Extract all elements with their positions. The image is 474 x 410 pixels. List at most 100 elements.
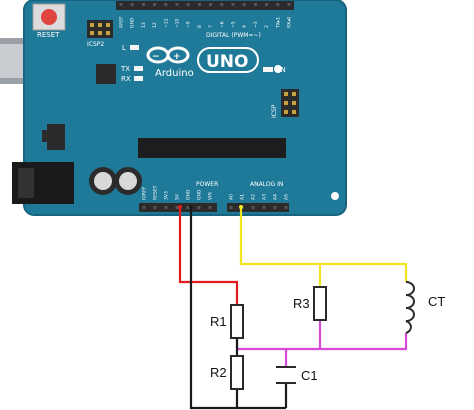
pin-label: RESET (153, 185, 159, 200)
header-pin (242, 3, 246, 6)
ct-label: CT (428, 294, 445, 309)
svg-text:+: + (173, 52, 181, 62)
on-led (263, 67, 273, 72)
header-pin (153, 3, 157, 6)
header-pin (262, 206, 266, 209)
r3-label: R3 (293, 296, 310, 311)
header-pin (175, 3, 179, 6)
icsp2-header (87, 20, 113, 38)
header-pin (273, 206, 277, 209)
pin-label: 2 (264, 25, 270, 28)
capacitor-right (114, 167, 142, 195)
tx-led-label: TX (120, 65, 130, 73)
r1-label: R1 (210, 314, 227, 329)
pin-label: ~11 (163, 18, 169, 28)
pin-label: ~3 (253, 21, 259, 28)
header-pin (153, 206, 157, 209)
header-pin (142, 206, 146, 209)
header-pin (208, 206, 212, 209)
header-pin (265, 3, 269, 6)
tx-led (134, 66, 143, 71)
arduino-board (23, 0, 347, 216)
rx-led-label: RX (121, 75, 131, 83)
pin-label: 7 (208, 25, 214, 28)
power-label: POWER (196, 181, 218, 188)
header-pin (197, 206, 201, 209)
pin-label: ~5 (231, 21, 237, 28)
pin-label: GND (186, 189, 192, 200)
l-led-label: L (122, 44, 126, 52)
c1-label: C1 (301, 368, 318, 383)
mounting-hole (331, 192, 339, 200)
header-pin (276, 3, 280, 6)
header-pin (175, 206, 179, 209)
dc-power-jack (12, 162, 74, 204)
svg-text:−: − (152, 52, 160, 62)
header-pin (130, 3, 134, 6)
wire-5v (178, 207, 239, 305)
pin-label: ~6 (219, 21, 225, 28)
capacitor-left (89, 167, 117, 195)
header-pin (209, 3, 213, 6)
pin-label: GND (130, 17, 136, 28)
icsp-header (281, 89, 299, 117)
pin-label: AREF (119, 16, 125, 28)
header-pin (220, 3, 224, 6)
resistor-r2 (230, 355, 244, 390)
pin-label: 8 (197, 25, 203, 28)
analog-label: ANALOG IN (250, 181, 283, 188)
regulator (47, 124, 65, 150)
pin-label: A3 (262, 194, 268, 200)
microcontroller-chip (138, 138, 286, 158)
wire-gnd (189, 207, 239, 410)
reset-button[interactable] (32, 3, 66, 31)
wire-a1 (239, 207, 408, 282)
capacitor-c1 (276, 366, 296, 384)
brand-text: Arduino (155, 68, 194, 79)
rx-led (134, 76, 143, 81)
reset-label: RESET (37, 31, 60, 39)
header-pin (287, 3, 291, 6)
header-pin (251, 206, 255, 209)
icsp2-label: ICSP2 (87, 41, 104, 48)
model-text: UNO (206, 52, 248, 72)
pin-label: 3V3 (164, 191, 170, 200)
pin-label: A1 (240, 194, 246, 200)
pin-label: VIN (208, 192, 214, 200)
header-pin (229, 206, 233, 209)
usb-chip (96, 64, 116, 84)
header-pin (141, 3, 145, 6)
pin-label: A2 (251, 194, 257, 200)
l-led (130, 45, 139, 50)
header-pin (186, 206, 190, 209)
mounting-hole (274, 65, 282, 73)
pin-label: A5 (284, 194, 290, 200)
header-pin (164, 206, 168, 209)
pin-label: RX◂0 (287, 17, 293, 28)
arduino-logo: − + Arduino UNO (146, 46, 259, 79)
pin-label: ~10 (175, 18, 181, 28)
header-pin (186, 3, 190, 6)
header-pin (253, 3, 257, 6)
pin-label: 12 (152, 22, 158, 28)
header-pin (284, 206, 288, 209)
pin-label: 13 (141, 22, 147, 28)
r2-label: R2 (210, 365, 227, 380)
resistor-r3 (313, 286, 327, 321)
pin-label: A4 (273, 194, 279, 200)
analog-header (227, 203, 289, 212)
resistor-r1 (230, 304, 244, 339)
pin-label: GND (197, 189, 203, 200)
header-pin (119, 3, 123, 6)
header-pin (164, 3, 168, 6)
on-led-label: ON (275, 66, 286, 74)
wire-midpoint (235, 333, 408, 351)
pin-label: 5V (175, 193, 181, 200)
pin-label: 4 (242, 25, 248, 28)
digital-label: DIGITAL (PWM=~) (206, 32, 261, 39)
current-transformer-ct (405, 281, 415, 334)
header-pin (231, 3, 235, 6)
